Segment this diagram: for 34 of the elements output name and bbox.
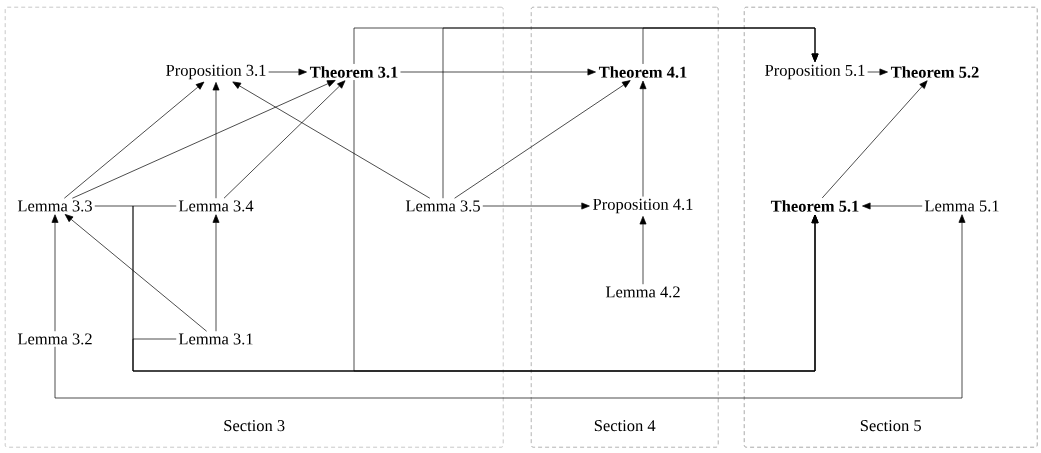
arrow [64,81,205,199]
statement-label: Lemma 5.1 [924,200,999,212]
arrow [639,80,647,197]
statement-label: Lemma 3.3 [17,200,92,212]
arrow [400,68,596,76]
arrow [212,82,220,199]
arrow [454,80,631,199]
arrow [268,68,307,76]
arrow [232,81,431,199]
arrow [642,27,819,65]
theorem-label: Theorem 4.1 [598,66,687,78]
statement-label: Proposition 5.1 [765,64,865,80]
arrow [353,79,819,372]
arrow [639,216,647,285]
arrow [51,214,59,332]
statement-label: Lemma 3.5 [405,200,480,212]
arrow [482,202,590,210]
theorem-label: Theorem 3.1 [309,66,398,78]
arrow [223,80,346,199]
arrow [212,214,220,332]
statement-label: Proposition 4.1 [593,198,693,214]
statement-label: Lemma 3.1 [178,333,253,345]
statement-label: Lemma 3.2 [17,333,92,345]
arrow [72,80,336,199]
theorem-label: Theorem 5.1 [770,200,859,212]
arrow [867,68,888,76]
statement-label: Lemma 4.2 [605,286,680,298]
statement-label: Lemma 3.4 [178,200,254,212]
statement-label: Proposition 3.1 [166,64,266,80]
arrow [821,80,928,199]
theorem-label: Theorem 5.2 [890,66,979,78]
arrow [862,202,923,210]
arrow [54,214,966,399]
arrow [64,214,207,332]
